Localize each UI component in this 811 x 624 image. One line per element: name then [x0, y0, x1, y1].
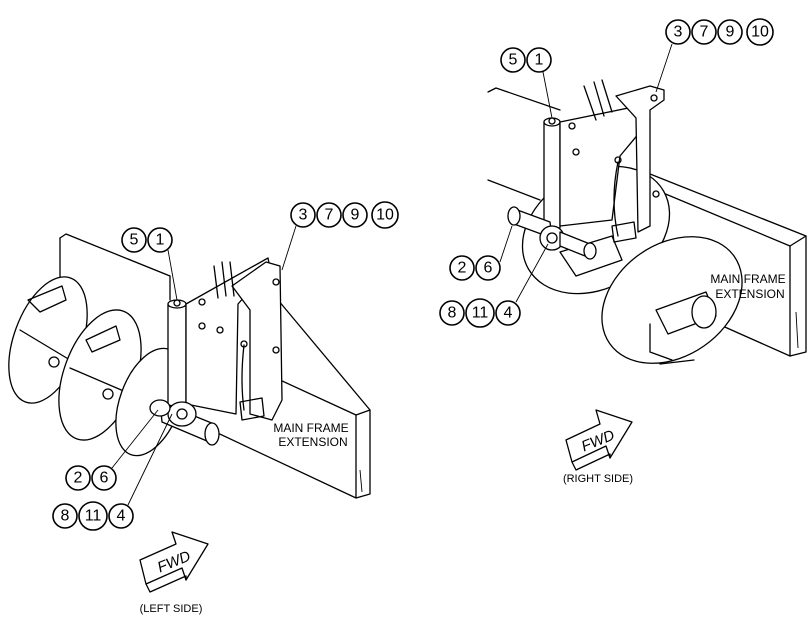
left-side-caption: (LEFT SIDE)	[140, 603, 203, 615]
callout-number: 7	[700, 24, 709, 41]
callout-number: 6	[100, 470, 109, 487]
callout-number: 9	[351, 207, 360, 224]
left-fwd-arrow-icon: FWD	[139, 531, 209, 593]
right-vertical-post	[543, 117, 561, 229]
callout-number: 10	[376, 207, 394, 224]
callout-number: 1	[535, 52, 544, 69]
callout-number: 10	[751, 24, 769, 41]
left-callout-5-1: 5 1	[121, 227, 178, 301]
right-callout-2-6: 2 6	[449, 225, 513, 281]
left-callout-8-11-4: 8 11 4	[52, 413, 173, 531]
callout-number: 6	[484, 260, 493, 277]
callout-number: 8	[448, 305, 457, 322]
callout-number: 1	[156, 232, 165, 249]
left-vertical-post	[167, 299, 187, 409]
main-frame-label-line1: MAIN FRAME	[273, 421, 348, 435]
callout-number: 5	[509, 52, 518, 69]
callout-number: 2	[458, 260, 467, 277]
callout-number: 8	[61, 508, 70, 525]
right-coulter-discs	[521, 165, 743, 365]
callout-number: 11	[85, 508, 102, 525]
callout-number: 5	[130, 232, 139, 249]
callout-number: 2	[74, 470, 83, 487]
right-fwd-arrow-icon: FWD	[565, 409, 633, 471]
callout-number: 4	[117, 508, 126, 525]
right-callout-5-1: 5 1	[500, 47, 553, 119]
left-side-view: 5 1 3 7 9 10 2 6 8	[8, 201, 399, 615]
right-callout-3-7-9-10: 3 7 9 10	[655, 18, 774, 93]
callout-number: 3	[299, 207, 308, 224]
callout-number: 11	[472, 305, 489, 322]
left-main-frame-extension	[59, 233, 371, 499]
main-frame-label-line2: EXTENSION	[715, 287, 784, 301]
right-bracket-plates	[559, 79, 665, 243]
right-spindle-hub	[507, 206, 597, 260]
main-frame-label-line1: MAIN FRAME	[710, 272, 785, 286]
left-coulter-discs	[8, 276, 185, 457]
left-spindle-hub	[149, 399, 220, 446]
left-callout-3-7-9-10: 3 7 9 10	[281, 201, 399, 271]
callout-number: 9	[726, 24, 735, 41]
left-bracket-plates	[185, 257, 283, 421]
right-side-caption: (RIGHT SIDE)	[563, 473, 633, 485]
main-frame-label-line2: EXTENSION	[278, 435, 347, 449]
callout-number: 7	[325, 207, 334, 224]
callout-number: 4	[504, 305, 513, 322]
callout-number: 3	[674, 24, 683, 41]
left-callout-2-6: 2 6	[65, 409, 159, 491]
right-callout-8-11-4: 8 11 4	[439, 243, 549, 328]
right-side-view: 5 1 3 7 9 10 2 6 8	[439, 18, 807, 485]
